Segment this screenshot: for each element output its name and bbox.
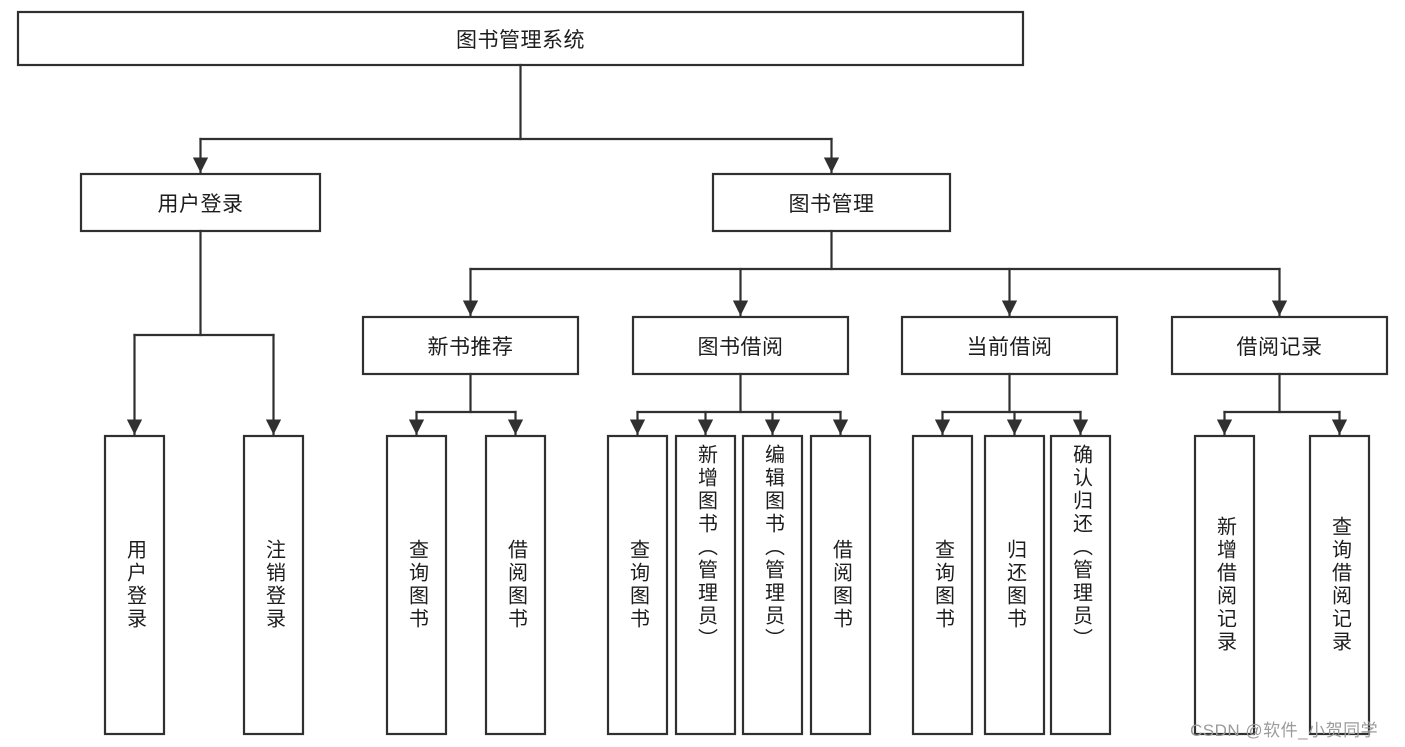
leaf-node-注销登录-box[interactable] [242,434,305,736]
level2-node-新书推荐-box[interactable] [361,315,580,376]
csdn-watermark: CSDN @软件_小贺同学 [1190,721,1379,740]
level1-node-图书管理-box[interactable] [711,172,952,233]
level2-node-图书借阅-box[interactable] [631,315,850,376]
leaf-node-新增借阅记录-box[interactable] [1193,434,1256,736]
root-node-图书管理系统-box[interactable] [16,10,1025,67]
leaf-node-编辑图书管理员-box[interactable] [741,434,804,736]
leaf-node-确认归还管理员-box[interactable] [1049,434,1112,736]
leaf-node-查询图书-box[interactable] [606,434,669,736]
level2-node-借阅记录-box[interactable] [1170,315,1389,376]
leaf-node-用户登录-box[interactable] [103,434,166,736]
leaf-node-借阅图书-box[interactable] [809,434,872,736]
node-boxes-layer [16,10,1389,736]
leaf-node-查询借阅记录-box[interactable] [1308,434,1371,736]
leaf-node-借阅图书-box[interactable] [484,434,547,736]
level2-node-当前借阅-box[interactable] [900,315,1119,376]
level1-node-用户登录-box[interactable] [79,172,322,233]
leaf-node-归还图书-box[interactable] [983,434,1046,736]
connector-edges-layer [126,63,1348,436]
leaf-node-查询图书-box[interactable] [911,434,974,736]
leaf-node-查询图书-box[interactable] [385,434,448,736]
leaf-node-新增图书管理员-box[interactable] [674,434,737,736]
